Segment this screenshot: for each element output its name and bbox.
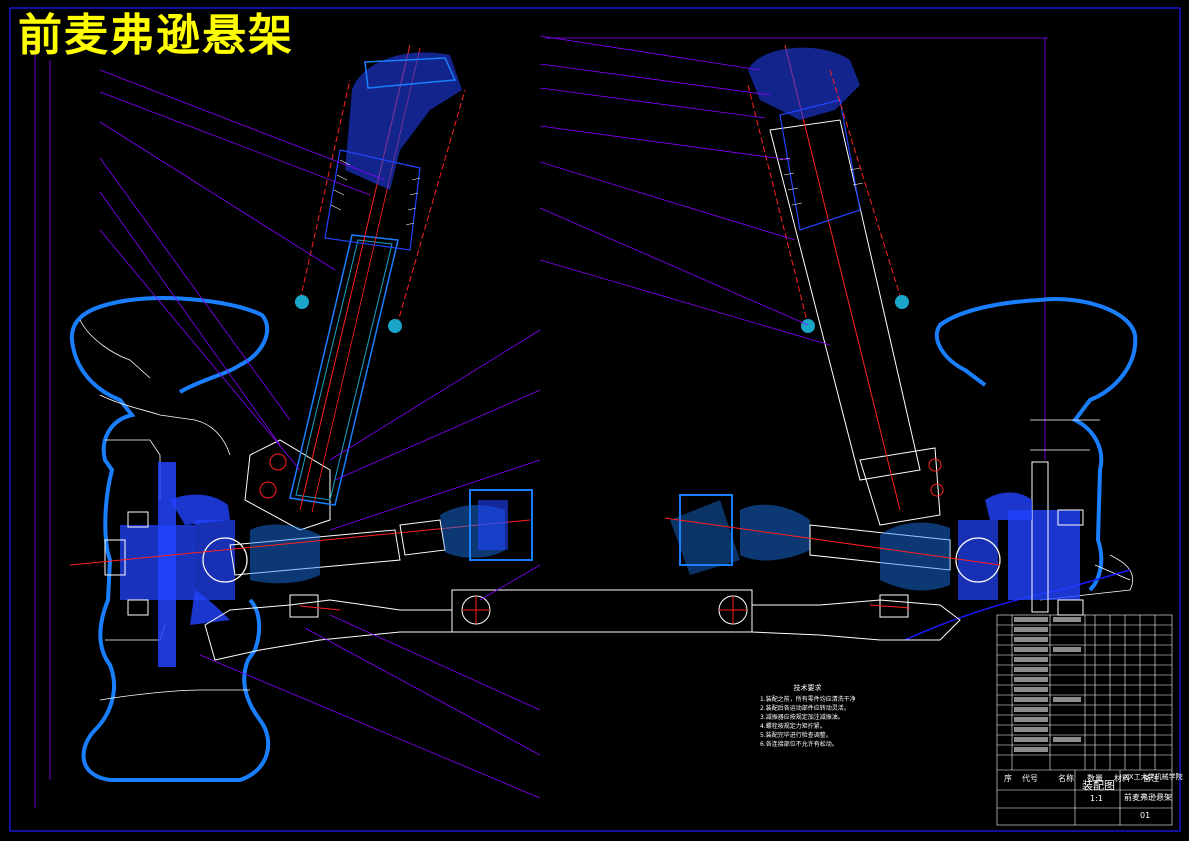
requirement-line: 4.螺栓按规定力矩拧紧。 [760, 723, 826, 730]
leader-lines-left [99, 69, 541, 799]
right-control-arm [751, 594, 961, 641]
right-hub-assembly [955, 461, 1084, 616]
right-driveshaft [664, 494, 1001, 591]
header-cell: 材料 [1114, 774, 1130, 783]
right-wheel-tire [904, 297, 1138, 641]
header-cell: 备注 [1143, 774, 1159, 783]
requirement-line: 1.装配之前，所有零件均应清洗干净。 [760, 696, 855, 703]
requirement-line: 5.装配完毕进行检查调整。 [760, 732, 832, 739]
header-cell: 名称 [1058, 774, 1074, 783]
leader-lines-right [539, 35, 831, 346]
header-cell: 代号 [1022, 774, 1038, 783]
header-cell: 数量 [1087, 774, 1103, 783]
left-knuckle [244, 439, 331, 531]
outer-frame [9, 7, 1181, 832]
technical-requirements: 技术要求 1.装配之前，所有零件均应清洗干净。 2.装配后各运动部件应转动灵活。… [760, 684, 855, 749]
drawing-title: 前麦弗逊悬架 [18, 10, 294, 61]
requirement-line: 6.各连接部位不允许有松动。 [760, 741, 838, 748]
left-driveshaft [69, 489, 533, 584]
technical-requirements-heading: 技术要求 [793, 684, 822, 692]
parts-list-fill [1014, 617, 1081, 752]
right-knuckle [859, 447, 944, 526]
left-control-arm [204, 594, 453, 661]
dimension-lines [34, 37, 1048, 808]
header-cell: 序 [1004, 774, 1012, 783]
ratio: 1:1 [1090, 794, 1103, 803]
drawing-type: 装配图 [1082, 779, 1115, 792]
part-name: 前麦弗逊悬架 [1124, 793, 1172, 802]
parts-list-table [996, 614, 1173, 826]
right-strut [747, 44, 921, 511]
subframe [451, 589, 753, 633]
drawing-number: 01 [1140, 811, 1151, 820]
left-hub-assembly [104, 462, 248, 667]
school-name: XX工大学机械学院 [1124, 773, 1183, 781]
requirement-line: 3.减振器应按规定加注减振油。 [760, 714, 844, 721]
left-strut [289, 44, 466, 513]
requirement-line: 2.装配后各运动部件应转动灵活。 [760, 705, 850, 712]
